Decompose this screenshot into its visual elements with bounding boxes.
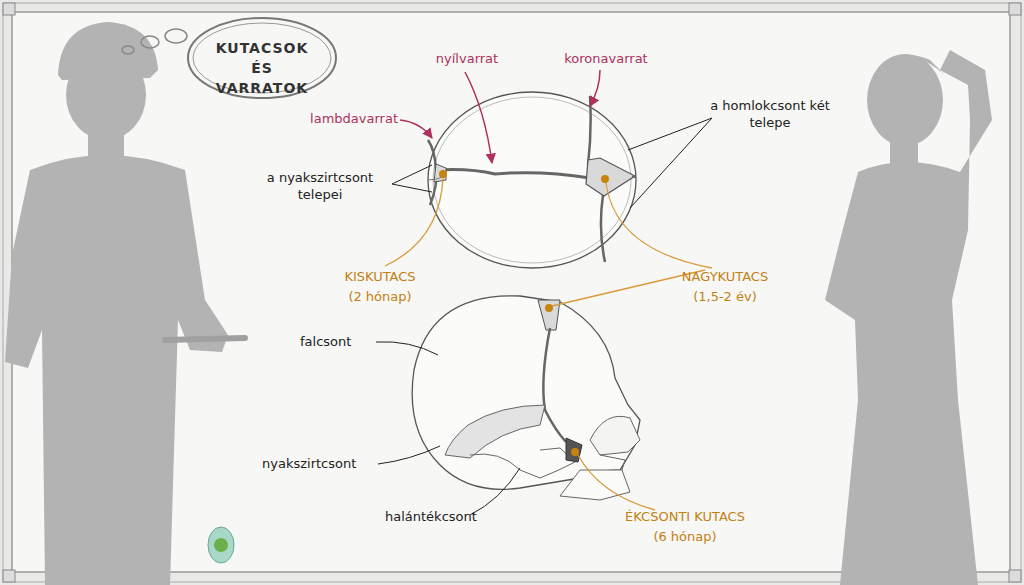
maxilla bbox=[600, 455, 625, 470]
leader-line bbox=[606, 183, 712, 268]
person-silhouette bbox=[825, 50, 992, 585]
bone-label: halántékcsont bbox=[385, 508, 505, 525]
fontanelle-age: (2 hónap) bbox=[320, 288, 440, 305]
squamous-suture bbox=[445, 405, 545, 458]
leader-arrow bbox=[465, 72, 492, 163]
bone-pointers bbox=[376, 118, 712, 515]
suture-label: koronavarrat bbox=[556, 50, 656, 67]
diagram-title: KUTACSOK ÉS VARRATOK bbox=[205, 38, 319, 98]
fontanelle-pointers bbox=[385, 178, 712, 510]
metopic-suture bbox=[632, 176, 636, 178]
fontanelle-name: ÉKCSONTI KUTACS bbox=[600, 508, 770, 525]
bone-label: nyakszirtcsont bbox=[262, 455, 382, 472]
skull-outline bbox=[428, 92, 636, 268]
skull-outline-inner bbox=[433, 97, 631, 263]
person-silhouette bbox=[5, 22, 228, 585]
leader-line bbox=[630, 118, 712, 208]
body bbox=[825, 50, 992, 585]
head bbox=[66, 50, 146, 140]
logo bbox=[208, 527, 234, 563]
temporal-bone-outline bbox=[470, 448, 575, 478]
frame-corner bbox=[1009, 570, 1021, 582]
fontanelle-dot bbox=[571, 448, 579, 456]
fontanelle-dot bbox=[545, 304, 553, 312]
coronal-suture-side bbox=[543, 328, 566, 442]
skull-top-view bbox=[428, 92, 636, 268]
suture-pointers bbox=[400, 70, 600, 163]
orbit bbox=[590, 416, 640, 455]
fontanelle-dot bbox=[439, 170, 447, 178]
cranium-outline bbox=[412, 296, 640, 490]
suture-label: nyílvarrat bbox=[412, 50, 522, 67]
hair bbox=[875, 55, 945, 75]
anterior-fontanelle bbox=[586, 158, 635, 196]
thought-dots bbox=[122, 29, 187, 54]
leader-line bbox=[578, 455, 655, 510]
logo-frog bbox=[214, 538, 228, 552]
leader-line bbox=[385, 178, 443, 266]
body bbox=[5, 155, 228, 585]
fontanelle-age: (1,5-2 év) bbox=[660, 288, 790, 305]
leader-arrow bbox=[590, 70, 600, 106]
leader-line bbox=[378, 446, 440, 464]
bone-label: a homlokcsont két telepe bbox=[700, 97, 840, 131]
thought-dot bbox=[141, 36, 159, 48]
thought-bubble bbox=[188, 18, 336, 98]
leader-line bbox=[392, 184, 432, 192]
frame-corner bbox=[3, 3, 15, 15]
bone-label: a nyakszirtcsont telepei bbox=[245, 169, 395, 203]
thought-dot bbox=[122, 46, 134, 54]
leader-line bbox=[392, 165, 432, 184]
fontanelle-name: KISKUTACS bbox=[320, 268, 440, 285]
handlebar bbox=[165, 338, 245, 340]
frame-corner bbox=[3, 570, 15, 582]
fontanelle-dot bbox=[601, 175, 609, 183]
bone-label: falcsont bbox=[300, 333, 380, 350]
leader-line bbox=[470, 468, 520, 515]
fontanelle-age: (6 hónap) bbox=[600, 528, 770, 545]
leader-arrow bbox=[400, 120, 432, 138]
fontanelle-name: NAGYKUTACS bbox=[660, 268, 790, 285]
suture-label: lambdavarrat bbox=[278, 110, 398, 127]
head bbox=[867, 54, 943, 146]
skull-side-view bbox=[412, 296, 640, 500]
thought-dot bbox=[165, 29, 187, 43]
sagittal-suture bbox=[436, 170, 590, 179]
leader-line bbox=[628, 118, 712, 150]
neck bbox=[890, 138, 918, 166]
frame-corner bbox=[1009, 3, 1021, 15]
leader-line bbox=[376, 342, 438, 355]
